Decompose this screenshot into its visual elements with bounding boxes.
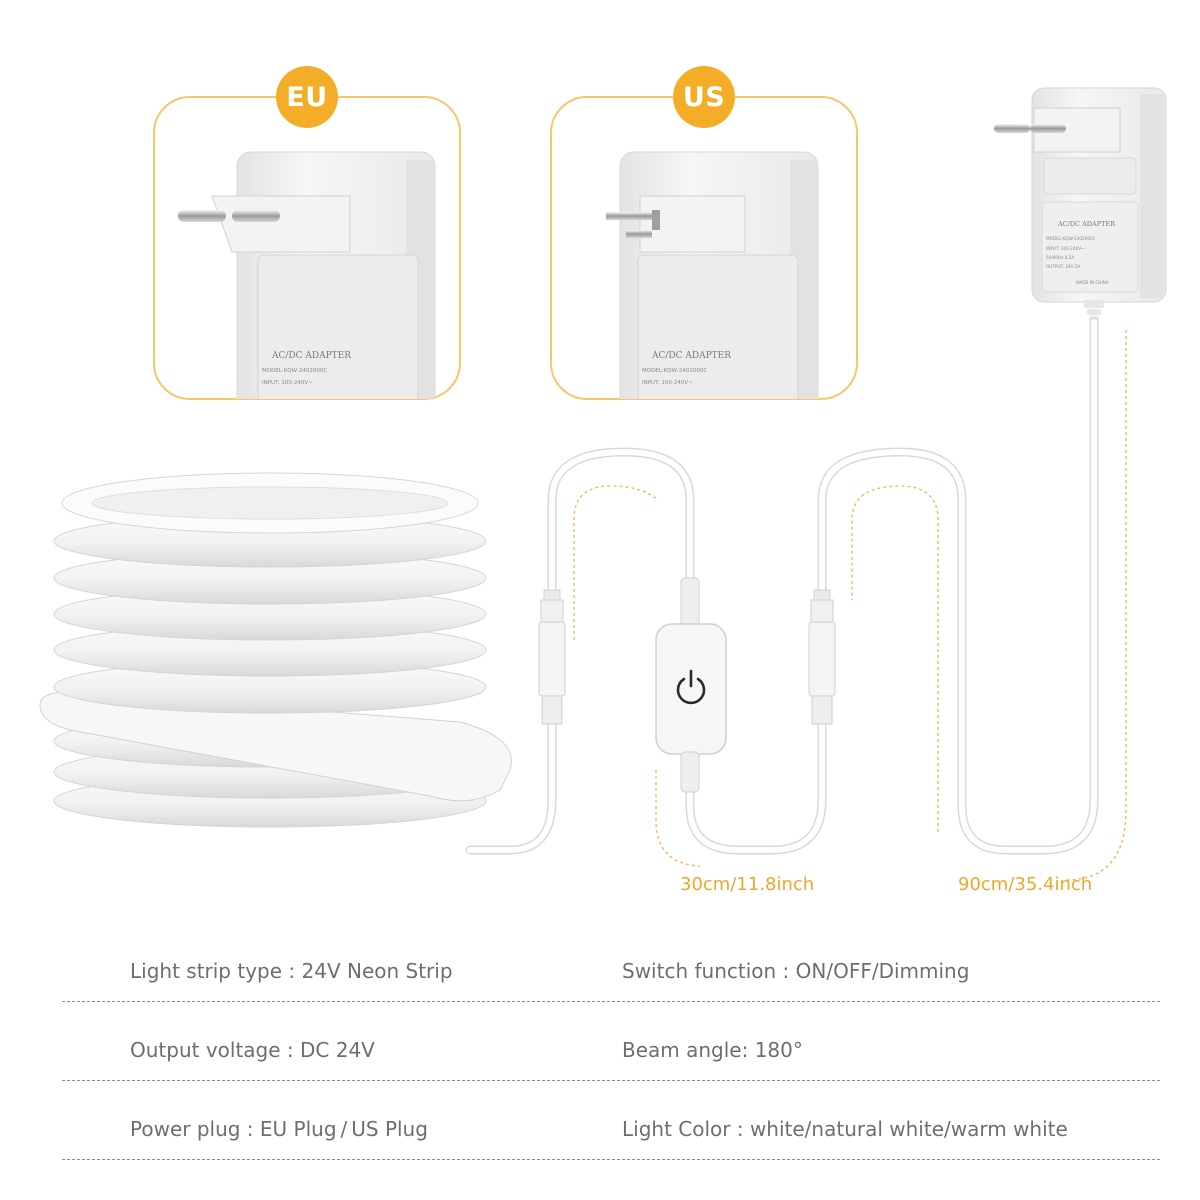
us-badge: US	[673, 66, 735, 128]
cable-length-short: 30cm/11.8inch	[680, 874, 815, 895]
dc-connector-right	[808, 589, 836, 725]
standalone-adapter-title: AC/DC ADAPTER	[1057, 220, 1116, 228]
eu-adapter: AC/DC ADAPTER MODEL:KQW-2402000C INPUT: …	[178, 151, 436, 399]
us-adapter-frame: AC/DC ADAPTER MODEL:KQW-2402000C INPUT: …	[550, 96, 858, 400]
spec-beam-angle: Beam angle: 180°	[622, 1038, 803, 1062]
eu-adapter-model: MODEL:KQW-2402000C	[262, 368, 327, 374]
dc-connector-left	[538, 589, 566, 725]
spec-light-strip-type: Light strip type : 24V Neon Strip	[130, 959, 453, 983]
eu-adapter-input: INPUT: 100-240V~	[262, 380, 313, 386]
eu-adapter-frame: AC/DC ADAPTER MODEL:KQW-2402000C INPUT: …	[153, 96, 461, 400]
spec-divider	[62, 1001, 1160, 1002]
eu-badge: EU	[276, 66, 338, 128]
neon-strip-reel	[39, 472, 512, 828]
us-adapter-title: AC/DC ADAPTER	[651, 351, 731, 361]
standalone-adapter: AC/DC ADAPTER MODEL:KQW-2402000C INPUT: …	[994, 87, 1167, 322]
spec-divider	[62, 1159, 1160, 1160]
us-adapter: AC/DC ADAPTER MODEL:KQW-2402000C INPUT: …	[606, 151, 819, 399]
cable	[465, 317, 1099, 855]
dimmer-switch	[655, 577, 727, 793]
standalone-adapter-origin: MADE IN CHINA	[1076, 280, 1109, 285]
standalone-adapter-freq: 50/60Hz 0.5A	[1046, 255, 1074, 260]
standalone-adapter-output: OUTPUT: 24V 2A	[1046, 264, 1081, 269]
eu-adapter-title: AC/DC ADAPTER	[271, 351, 351, 361]
spec-power-plug: Power plug : EU Plug / US Plug	[130, 1117, 428, 1141]
spec-output-voltage: Output voltage : DC 24V	[130, 1038, 375, 1062]
us-adapter-model: MODEL:KQW-2402000C	[642, 368, 707, 374]
cable-length-long: 90cm/35.4inch	[958, 874, 1093, 895]
standalone-adapter-input: INPUT: 100-240V~	[1046, 246, 1085, 251]
spec-light-color: Light Color : white/natural white/warm w…	[622, 1117, 1068, 1141]
spec-switch-function: Switch function : ON/OFF/Dimming	[622, 959, 970, 983]
length-guides	[573, 330, 1127, 881]
standalone-adapter-model: MODEL:KQW-2402000C	[1046, 236, 1096, 241]
us-adapter-input: INPUT: 100-240V~	[642, 380, 693, 386]
spec-divider	[62, 1080, 1160, 1081]
power-icon	[676, 669, 706, 705]
